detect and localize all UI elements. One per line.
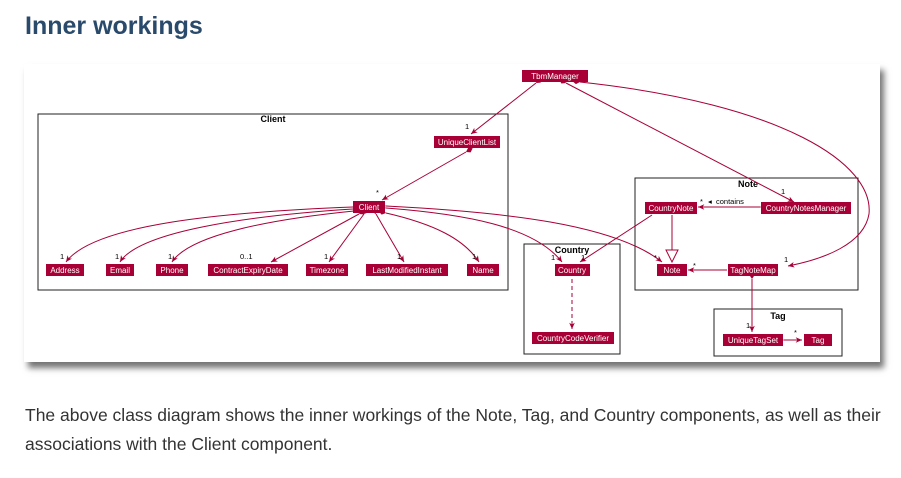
svg-text:UniqueTagSet: UniqueTagSet <box>728 336 779 345</box>
class-tagnotemap: TagNoteMap <box>728 264 778 276</box>
diagram-caption: The above class diagram shows the inner … <box>25 405 881 454</box>
svg-text:LastModifiedInstant: LastModifiedInstant <box>372 266 442 275</box>
mult-lastmodified: 1 <box>397 252 401 261</box>
mult-timezone: 1 <box>324 252 328 261</box>
svg-text:Email: Email <box>110 266 130 275</box>
class-diagram: Client Country Note Tag <box>37 70 870 357</box>
mult-contains: * <box>700 197 703 206</box>
svg-text:Note: Note <box>664 266 681 275</box>
contains-label: contains <box>716 197 744 206</box>
class-tag: Tag <box>804 334 832 346</box>
package-tag: Tag <box>713 308 843 357</box>
svg-text:Tag: Tag <box>770 311 785 321</box>
mult-email: 1 <box>115 252 119 261</box>
page-title: Inner workings <box>25 12 203 40</box>
class-name: Name <box>467 264 499 276</box>
svg-text:Phone: Phone <box>160 266 184 275</box>
svg-text:CountryCodeVerifier: CountryCodeVerifier <box>537 334 609 343</box>
class-countrynotesmanager: CountryNotesManager <box>761 202 851 214</box>
mult-note-tag: * <box>693 261 696 270</box>
edge-tbm-uniqueclientlist <box>470 78 543 135</box>
svg-text:Address: Address <box>50 266 79 275</box>
svg-text:Name: Name <box>472 266 494 275</box>
class-timezone: Timezone <box>306 264 348 276</box>
svg-text:Tag: Tag <box>812 336 825 345</box>
class-lastmodifiedinstant: LastModifiedInstant <box>366 264 448 276</box>
mult-address: 1 <box>60 252 64 261</box>
svg-text:TbmManager: TbmManager <box>531 72 579 81</box>
inheritance-arrowhead <box>665 249 679 264</box>
class-country: Country <box>555 264 590 276</box>
class-uniquetagset: UniqueTagSet <box>723 334 783 346</box>
edge-client-timezone <box>328 207 369 263</box>
mult-country-right: 1 <box>581 253 585 262</box>
svg-text:ContractExpiryDate: ContractExpiryDate <box>213 266 283 275</box>
contains-arrow-icon: ◂ <box>708 197 712 206</box>
mult-tagnotemap: 1 <box>784 255 788 264</box>
mult-tag: * <box>794 328 797 337</box>
edge-tbm-tagnotemap <box>572 79 870 268</box>
class-contractexpirydate: ContractExpiryDate <box>208 264 288 276</box>
class-diagram-figure: Client Country Note Tag <box>24 64 880 362</box>
edge-client-address <box>65 204 361 263</box>
mult-client: * <box>376 188 379 197</box>
svg-text:TagNoteMap: TagNoteMap <box>730 266 776 275</box>
edge-client-email <box>119 206 361 263</box>
mult-country-left: 1 <box>551 253 555 262</box>
edge-client-contract <box>270 209 366 263</box>
svg-text:UniqueClientList: UniqueClientList <box>438 138 497 147</box>
mult-uniqueclientlist: 1 <box>465 122 469 131</box>
svg-text:Client: Client <box>260 114 285 124</box>
edge-tbm-countrynotesmanager <box>559 78 795 203</box>
mult-name: 1 <box>472 252 476 261</box>
svg-text:Note: Note <box>738 179 758 189</box>
mult-countrynotesmanager: 1 <box>781 187 785 196</box>
svg-text:CountryNote: CountryNote <box>649 204 694 213</box>
svg-text:Country: Country <box>558 266 586 275</box>
mult-phone: 1 <box>168 252 172 261</box>
multiplicities: 1 * 1 1 1 0..1 1 1 1 1 1 * * 1 1 1 * * ◂… <box>60 122 797 337</box>
mult-contract: 0..1 <box>240 252 253 261</box>
svg-text:Timezone: Timezone <box>310 266 345 275</box>
class-address: Address <box>46 264 84 276</box>
mult-uniquetagset: 1 <box>746 321 750 330</box>
class-uniqueclientlist: UniqueClientList <box>434 136 500 148</box>
mult-note: * <box>654 253 657 262</box>
class-email: Email <box>106 264 134 276</box>
svg-text:CountryNotesManager: CountryNotesManager <box>766 204 847 213</box>
edges <box>65 78 870 343</box>
class-countrynote: CountryNote <box>645 202 697 214</box>
package-client: Client <box>37 113 509 291</box>
edge-client-note <box>378 203 663 263</box>
class-note: Note <box>657 264 687 276</box>
svg-text:Client: Client <box>359 203 380 212</box>
class-client: Client <box>353 201 385 213</box>
class-tbmmanager: TbmManager <box>522 70 588 82</box>
edge-uniqueclientlist-client <box>381 147 473 201</box>
class-countrycodeverifier: CountryCodeVerifier <box>532 332 614 344</box>
class-phone: Phone <box>156 264 188 276</box>
edge-countrynote-country <box>579 214 653 263</box>
